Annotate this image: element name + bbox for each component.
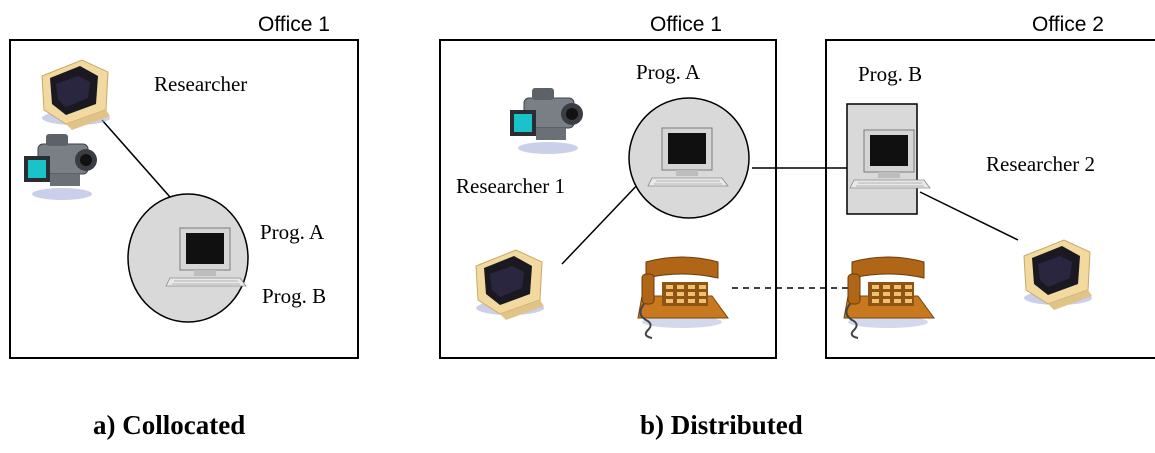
caption-distributed: b) Distributed xyxy=(640,410,803,440)
office-1-label-distributed: Office 1 xyxy=(650,13,722,36)
video-camera-icon xyxy=(509,87,584,155)
researcher-1-label: Researcher 1 xyxy=(456,174,566,198)
program-a-label-distributed: Prog. A xyxy=(636,60,701,84)
office-1-box-collocated xyxy=(9,39,359,359)
researcher-label: Researcher xyxy=(154,72,248,96)
office-2-box-distributed xyxy=(825,39,1155,359)
office-2-label-distributed: Office 2 xyxy=(1032,13,1104,36)
researcher-2-label: Researcher 2 xyxy=(986,152,1096,176)
researcher-monitor-icon xyxy=(1023,239,1093,311)
program-b-label-distributed: Prog. B xyxy=(858,62,923,86)
video-camera-icon xyxy=(23,133,98,201)
program-b-label-collocated: Prog. B xyxy=(262,284,327,308)
researcher-monitor-icon xyxy=(475,249,545,321)
office-1-box-distributed xyxy=(439,39,777,359)
caption-collocated: a) Collocated xyxy=(93,410,246,440)
researcher-connection-line xyxy=(101,119,171,198)
office-1-label-collocated: Office 1 xyxy=(258,13,330,36)
telephone-icon xyxy=(637,256,729,339)
researcher-monitor-icon xyxy=(41,59,111,131)
researcher-2-connection-line xyxy=(919,191,1019,241)
program-a-label-collocated: Prog. A xyxy=(260,220,325,244)
telephone-icon xyxy=(843,256,935,339)
researcher-1-connection-line xyxy=(561,179,643,265)
